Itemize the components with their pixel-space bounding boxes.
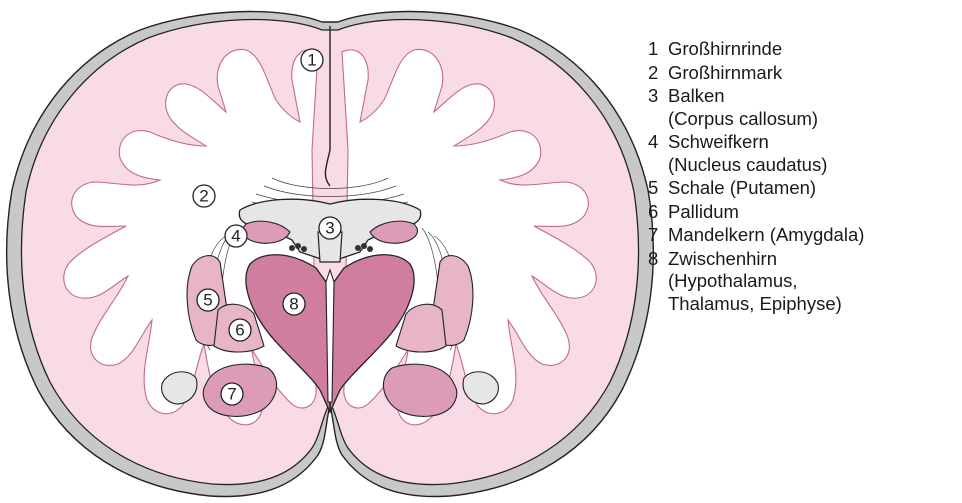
legend-item: 4 Schweifkern (Nucleus caudatus) (648, 131, 960, 176)
svg-text:4: 4 (231, 227, 240, 246)
svg-text:3: 3 (325, 219, 334, 238)
legend-number: 3 (648, 85, 668, 130)
legend-item: 7 Mandelkern (Amygdala) (648, 224, 960, 247)
legend-item: 5 Schale (Putamen) (648, 177, 960, 200)
callout-5: 5 (197, 289, 219, 311)
svg-text:1: 1 (307, 51, 316, 70)
legend-number: 5 (648, 177, 668, 200)
legend-number: 1 (648, 38, 668, 61)
svg-text:7: 7 (227, 385, 236, 404)
callout-2: 2 (193, 185, 215, 207)
callout-6: 6 (229, 319, 251, 341)
callout-1: 1 (301, 49, 323, 71)
legend-item: 2 Großhirnmark (648, 62, 960, 85)
legend-label: Mandelkern (Amygdala) (668, 224, 864, 247)
legend-number: 2 (648, 62, 668, 85)
legend-item: 1 Großhirnrinde (648, 38, 960, 61)
legend-number: 8 (648, 248, 668, 316)
legend-sublabel-2: Thalamus, Epiphyse) (668, 293, 842, 316)
legend-sublabel: (Hypothalamus, (668, 270, 842, 293)
legend-number: 4 (648, 131, 668, 176)
legend-item: 8 Zwischenhirn (Hypothalamus, Thalamus, … (648, 248, 960, 316)
legend-label: Großhirnrinde (668, 38, 782, 61)
third-ventricle (326, 270, 334, 402)
legend: 1 Großhirnrinde 2 Großhirnmark 3 Balken … (648, 38, 960, 316)
callout-3: 3 (319, 217, 341, 239)
svg-text:2: 2 (199, 187, 208, 206)
svg-text:8: 8 (289, 295, 298, 314)
legend-item: 6 Pallidum (648, 201, 960, 224)
legend-label: Schweifkern (668, 131, 827, 154)
callout-7: 7 (221, 383, 243, 405)
legend-sublabel: (Corpus callosum) (668, 108, 818, 131)
legend-label: Großhirnmark (668, 62, 782, 85)
legend-number: 6 (648, 201, 668, 224)
legend-sublabel: (Nucleus caudatus) (668, 154, 827, 177)
legend-label: Schale (Putamen) (668, 177, 816, 200)
legend-number: 7 (648, 224, 668, 247)
svg-text:5: 5 (203, 291, 212, 310)
svg-text:6: 6 (235, 321, 244, 340)
legend-label: Balken (668, 85, 818, 108)
legend-label: Zwischenhirn (668, 248, 842, 271)
callout-4: 4 (225, 225, 247, 247)
callout-8: 8 (283, 293, 305, 315)
legend-label: Pallidum (668, 201, 739, 224)
legend-item: 3 Balken (Corpus callosum) (648, 85, 960, 130)
